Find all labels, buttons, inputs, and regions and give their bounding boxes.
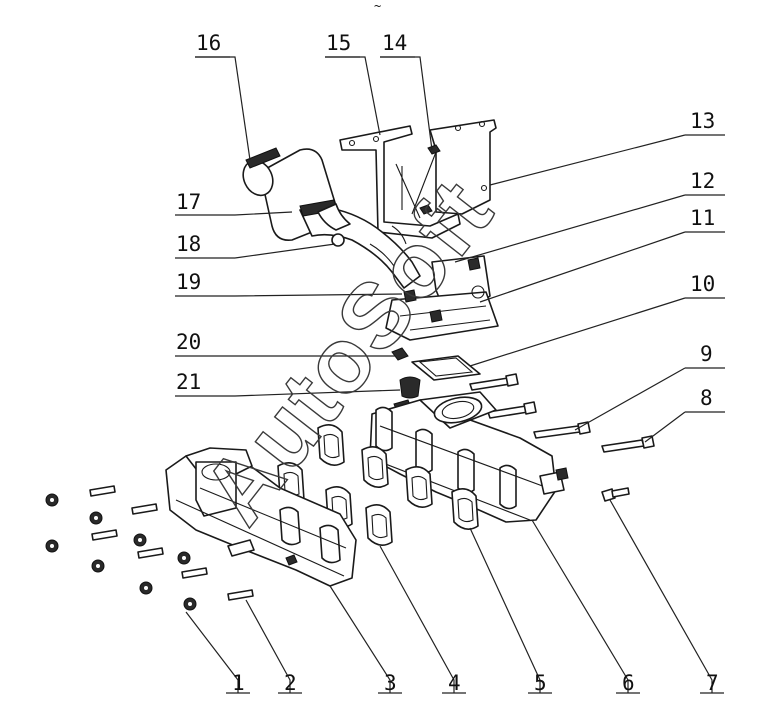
manifold-gaskets <box>277 424 479 546</box>
callout-12: 12 <box>690 169 715 193</box>
short-bolt <box>601 487 630 502</box>
flange-gasket <box>411 355 481 381</box>
callout-5: 5 <box>534 671 547 695</box>
callout-21: 21 <box>176 370 201 394</box>
callout-4: 4 <box>448 671 461 695</box>
long-bolts <box>469 373 655 453</box>
nuts <box>45 493 197 611</box>
callout-15: 15 <box>326 31 351 55</box>
leader-lines <box>175 56 725 694</box>
callout-7: 7 <box>706 671 719 695</box>
callout-9: 9 <box>700 342 713 366</box>
outlet-elbow <box>385 255 499 341</box>
callout-14: 14 <box>382 31 407 55</box>
top-mark: ~ <box>374 0 381 13</box>
callout-8: 8 <box>700 386 713 410</box>
callout-19: 19 <box>176 270 201 294</box>
callout-1: 1 <box>232 671 245 695</box>
studs <box>89 485 254 601</box>
callout-10: 10 <box>690 272 715 296</box>
callout-labels: 16 15 14 13 12 11 10 9 8 17 18 19 20 21 … <box>176 31 719 695</box>
callout-16: 16 <box>196 31 221 55</box>
exhaust-pipe-assembly <box>242 147 421 289</box>
callout-20: 20 <box>176 330 201 354</box>
support-bracket <box>339 119 497 239</box>
callout-11: 11 <box>690 206 715 230</box>
callout-17: 17 <box>176 190 201 214</box>
callout-6: 6 <box>622 671 635 695</box>
callout-13: 13 <box>690 109 715 133</box>
callout-3: 3 <box>384 671 397 695</box>
front-exhaust-manifold <box>165 447 357 587</box>
callout-2: 2 <box>284 671 297 695</box>
rear-exhaust-manifold <box>369 391 569 523</box>
callout-18: 18 <box>176 232 201 256</box>
